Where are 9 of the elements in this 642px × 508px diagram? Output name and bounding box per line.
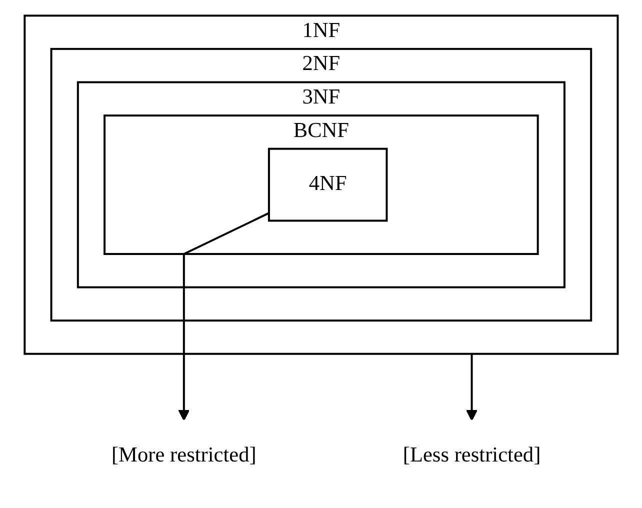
cluster [23,14,619,355]
node-box [268,148,388,222]
node-text: [Less restricted] [402,444,540,468]
cluster [50,48,592,322]
cluster [103,114,539,255]
cluster [76,81,566,288]
node-text: [More restricted] [111,444,256,468]
arrow [178,212,270,421]
arrow [466,354,478,421]
